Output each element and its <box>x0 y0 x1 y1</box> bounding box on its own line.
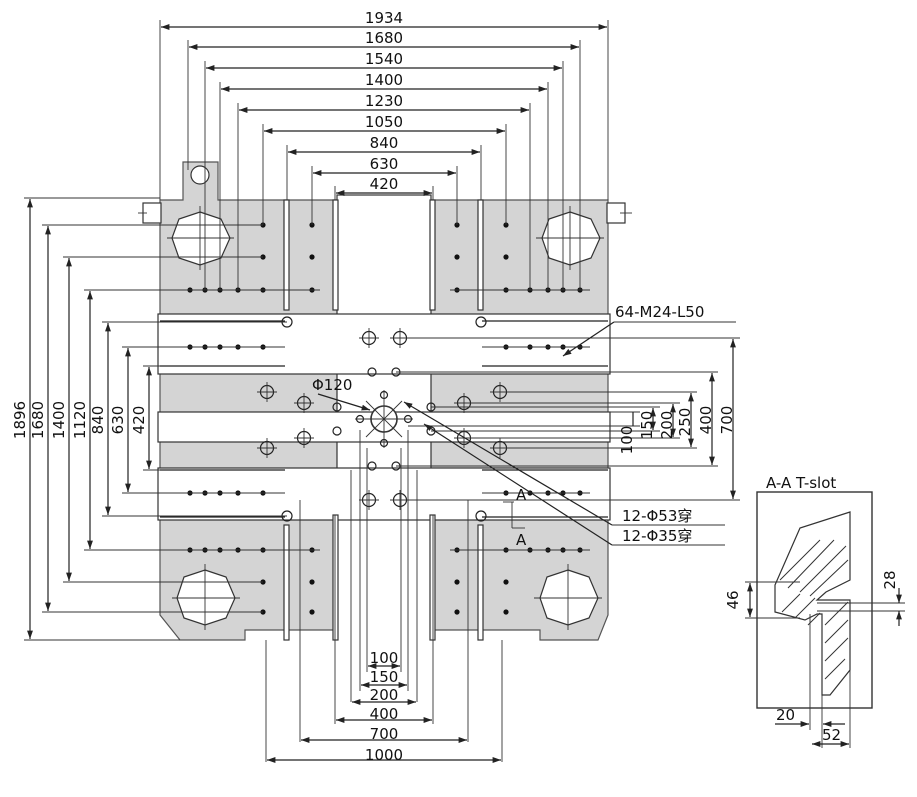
bottom-width-dimensions: 100 150 200 400 700 1000 <box>265 430 503 764</box>
section-mark-bottom: A <box>516 531 527 549</box>
dim-46: 46 <box>724 590 742 609</box>
center-hole-label: Φ120 <box>312 376 352 394</box>
width-dim-100: 100 <box>370 649 399 667</box>
height-dim-420: 420 <box>130 406 148 435</box>
callouts: 64-M24-L50 Φ120 12-Φ53穿 12-Φ35穿 A A <box>312 303 736 549</box>
height-dim-700: 700 <box>718 406 736 435</box>
height-dim-1400: 1400 <box>50 401 68 439</box>
width-dim-420: 420 <box>370 175 399 193</box>
width-dim-1400: 1400 <box>365 71 403 89</box>
lug-right <box>606 202 632 224</box>
height-dim-400: 400 <box>697 406 715 435</box>
width-dim-400: 400 <box>370 705 399 723</box>
width-dim-630: 630 <box>370 155 399 173</box>
height-dim-100: 100 <box>618 426 636 455</box>
height-dim-250: 250 <box>676 408 694 437</box>
width-dim-1540: 1540 <box>365 50 403 68</box>
width-dim-150: 150 <box>370 668 399 686</box>
section-mark-top: A <box>516 486 527 504</box>
left-height-dimensions: 1896 1680 1400 1120 840 630 420 <box>11 197 287 641</box>
tie-bar-hole-top-right <box>541 211 601 266</box>
dim-52: 52 <box>822 726 841 744</box>
section-title: A-A T-slot <box>766 474 836 492</box>
width-dim-1934: 1934 <box>365 9 403 27</box>
width-dim-700: 700 <box>370 725 399 743</box>
center-hole <box>355 390 413 448</box>
width-dim-1050: 1050 <box>365 113 403 131</box>
height-dim-1120: 1120 <box>71 401 89 439</box>
width-dim-840: 840 <box>370 134 399 152</box>
lifting-eye-hole <box>190 165 210 185</box>
t-slot-section-detail: A-A T-slot 46 28 20 52 <box>724 474 905 748</box>
height-dim-1680: 1680 <box>29 401 47 439</box>
top-width-dimensions: 1934 1680 1540 1400 1230 1050 840 630 42… <box>159 9 609 290</box>
threaded-holes-label: 64-M24-L50 <box>615 303 704 321</box>
lug-left <box>138 202 162 224</box>
through-holes-large-label: 12-Φ53穿 <box>622 507 692 525</box>
tie-bar-hole-bottom-left <box>176 569 236 626</box>
width-dim-1000: 1000 <box>365 746 403 764</box>
height-dim-840: 840 <box>89 406 107 435</box>
width-dim-1680: 1680 <box>365 29 403 47</box>
height-dim-630: 630 <box>109 406 127 435</box>
height-dim-200: 200 <box>658 411 676 440</box>
height-dim-1896: 1896 <box>11 401 29 439</box>
dim-28: 28 <box>881 570 899 589</box>
through-holes-small-label: 12-Φ35穿 <box>622 527 692 545</box>
dim-20: 20 <box>776 706 795 724</box>
height-dim-150: 150 <box>638 411 656 440</box>
width-dim-1230: 1230 <box>365 92 403 110</box>
right-height-dimensions: 100 150 200 250 400 700 <box>396 337 740 501</box>
t-slots <box>160 199 608 641</box>
tie-bar-hole-bottom-right <box>539 569 599 626</box>
width-dim-200: 200 <box>370 686 399 704</box>
